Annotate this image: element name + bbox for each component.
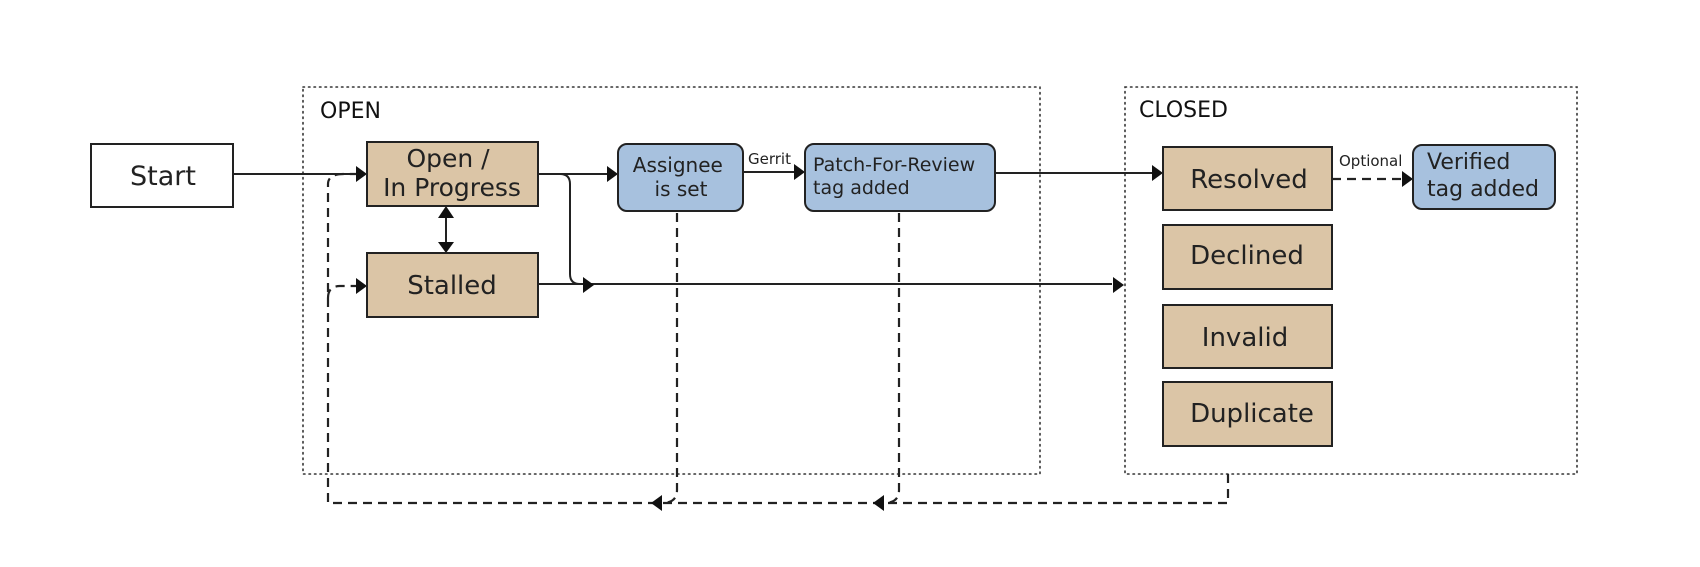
arrowhead-patch-to-resolved [1152,165,1163,181]
edge-assignee-reset [661,213,679,505]
node-declined: Declined [1162,224,1333,290]
node-patch-for-review-label: Patch-For-Review tag added [813,154,981,199]
node-stalled: Stalled [366,252,539,318]
node-duplicate: Duplicate [1162,381,1333,447]
arrowhead-open-to-assignee [607,166,618,182]
open-group-label: OPEN [320,99,381,124]
arrowhead-branch-merge [583,277,594,293]
edge-reopen-loop [326,172,1230,505]
arrowhead-open-up [438,206,454,218]
node-assignee-set: Assignee is set [617,143,744,212]
node-invalid: Invalid [1162,304,1333,369]
arrowhead-start-to-open [356,166,367,182]
arrowhead-resolved-to-verified [1402,171,1413,187]
node-open-in-progress-label: Open / In Progress [383,144,521,202]
arrowhead-patch-reset [873,495,884,511]
node-assignee-set-label: Assignee is set [633,153,729,201]
closed-group-box [1124,86,1578,475]
node-duplicate-label: Duplicate [1190,399,1314,429]
node-start: Start [90,143,234,208]
node-resolved-label: Resolved [1190,165,1307,195]
arrowhead-stalled-down [438,242,454,253]
node-declined-label: Declined [1190,241,1304,271]
edge-open-to-closed-branch [538,173,588,285]
edge-label-optional: Optional [1339,152,1402,170]
edge-reopen-to-stalled [326,284,356,299]
node-verified: Verified tag added [1412,144,1556,210]
node-verified-label: Verified tag added [1427,150,1539,202]
closed-group-label: CLOSED [1139,98,1228,123]
node-stalled-label: Stalled [407,271,497,301]
node-patch-for-review: Patch-For-Review tag added [804,143,996,212]
edge-label-gerrit: Gerrit [748,150,791,168]
node-invalid-label: Invalid [1202,323,1288,353]
arrowhead-to-closed [1113,277,1124,293]
arrowhead-assignee-to-patch [794,164,805,180]
arrowhead-assignee-reset [651,495,662,511]
node-resolved: Resolved [1162,146,1333,211]
node-start-label: Start [130,161,196,192]
arrowhead-reopen-to-stalled [356,278,367,294]
edge-patch-reset [883,213,901,505]
node-open-in-progress: Open / In Progress [366,141,539,207]
open-group-box [302,86,1041,475]
